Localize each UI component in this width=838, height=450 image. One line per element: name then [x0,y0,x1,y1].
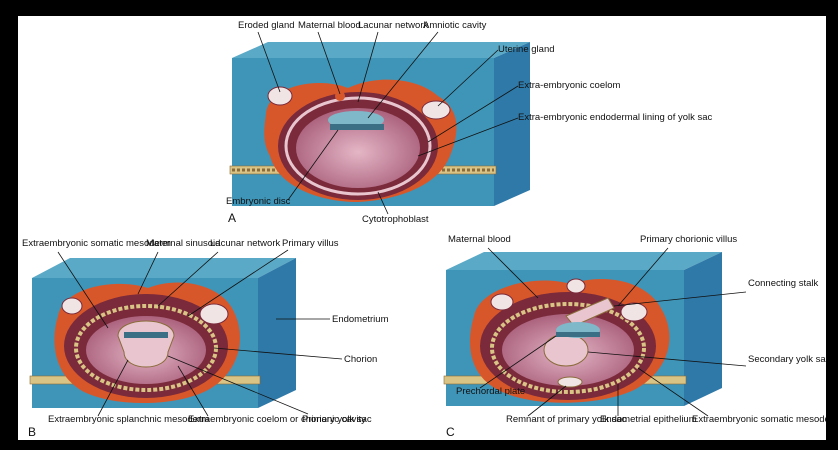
label-endometrium: Endometrium [332,314,389,325]
label-primary-villus: Primary villus [282,238,339,249]
embryonic-disc-a [330,124,384,130]
label-endometrial-epithelium: Endometrial epithelium [600,414,697,425]
gland-b-left [62,298,82,314]
panel-letter-b: B [28,425,36,439]
gland-c-top [567,279,585,293]
panel-a: Eroded gland Maternal blood Lacunar netw… [226,20,713,225]
uterine-gland-a [422,101,450,119]
panel-letter-c: C [446,425,455,439]
label-cytotrophoblast: Cytotrophoblast [362,214,429,225]
endometrium-top-c [446,252,722,270]
label-maternal-blood-c: Maternal blood [448,234,511,245]
label-splanchnic-mesoderm: Extraembryonic splanchnic mesoderm [48,414,209,425]
panel-letter-a: A [228,211,236,225]
gland-b-right [200,304,228,324]
label-somatic-mesoderm-c: Extraembryonic somatic mesoderm [692,414,826,425]
embryonic-disc-b [124,332,168,338]
label-lacunar-network-b: Lacunar network [210,238,280,249]
endometrium-side-c [684,252,722,406]
primary-yolk-sac-b [118,321,174,367]
endometrium-side-b [258,258,296,408]
implantation-diagram: Eroded gland Maternal blood Lacunar netw… [18,16,826,440]
label-connecting-stalk: Connecting stalk [748,278,818,289]
maternal-blood-a [335,91,345,101]
label-primary-chorionic-villus: Primary chorionic villus [640,234,737,245]
label-maternal-blood-a: Maternal blood [298,20,361,31]
label-prechordal-plate: Prechordal plate [456,386,525,397]
label-lacunar-network-a: Lacunar network [358,20,428,31]
label-amniotic-cavity: Amniotic cavity [423,20,487,31]
label-eroded-gland: Eroded gland [238,20,295,31]
endometrium-top-a [232,42,530,58]
label-primary-yolk-sac: Primary yolk sac [302,414,372,425]
eroded-gland-a [268,87,292,105]
endometrium-side-a [494,42,530,206]
endometrium-top-b [32,258,296,278]
gland-c-left [491,294,513,310]
panel-c: Maternal blood Primary chorionic villus … [444,234,826,439]
diagram-canvas: Eroded gland Maternal blood Lacunar netw… [18,16,826,440]
label-embryonic-disc: Embryonic disc [226,196,291,207]
panel-b: Extraembryonic somatic mesoderm Maternal… [22,238,389,439]
embryonic-disc-c [556,332,600,337]
gland-c-right [621,303,647,321]
label-chorion: Chorion [344,354,377,365]
label-uterine-gland: Uterine gland [498,44,555,55]
label-endodermal-lining-a: Extra-embryonic endodermal lining of yol… [518,112,713,123]
label-extraembryonic-coelom-a: Extra-embryonic coelom [518,80,621,91]
label-secondary-yolk-sac: Secondary yolk sac [748,354,826,365]
remnant-yolk-sac-c [558,377,582,387]
secondary-yolk-sac-c [544,334,588,366]
